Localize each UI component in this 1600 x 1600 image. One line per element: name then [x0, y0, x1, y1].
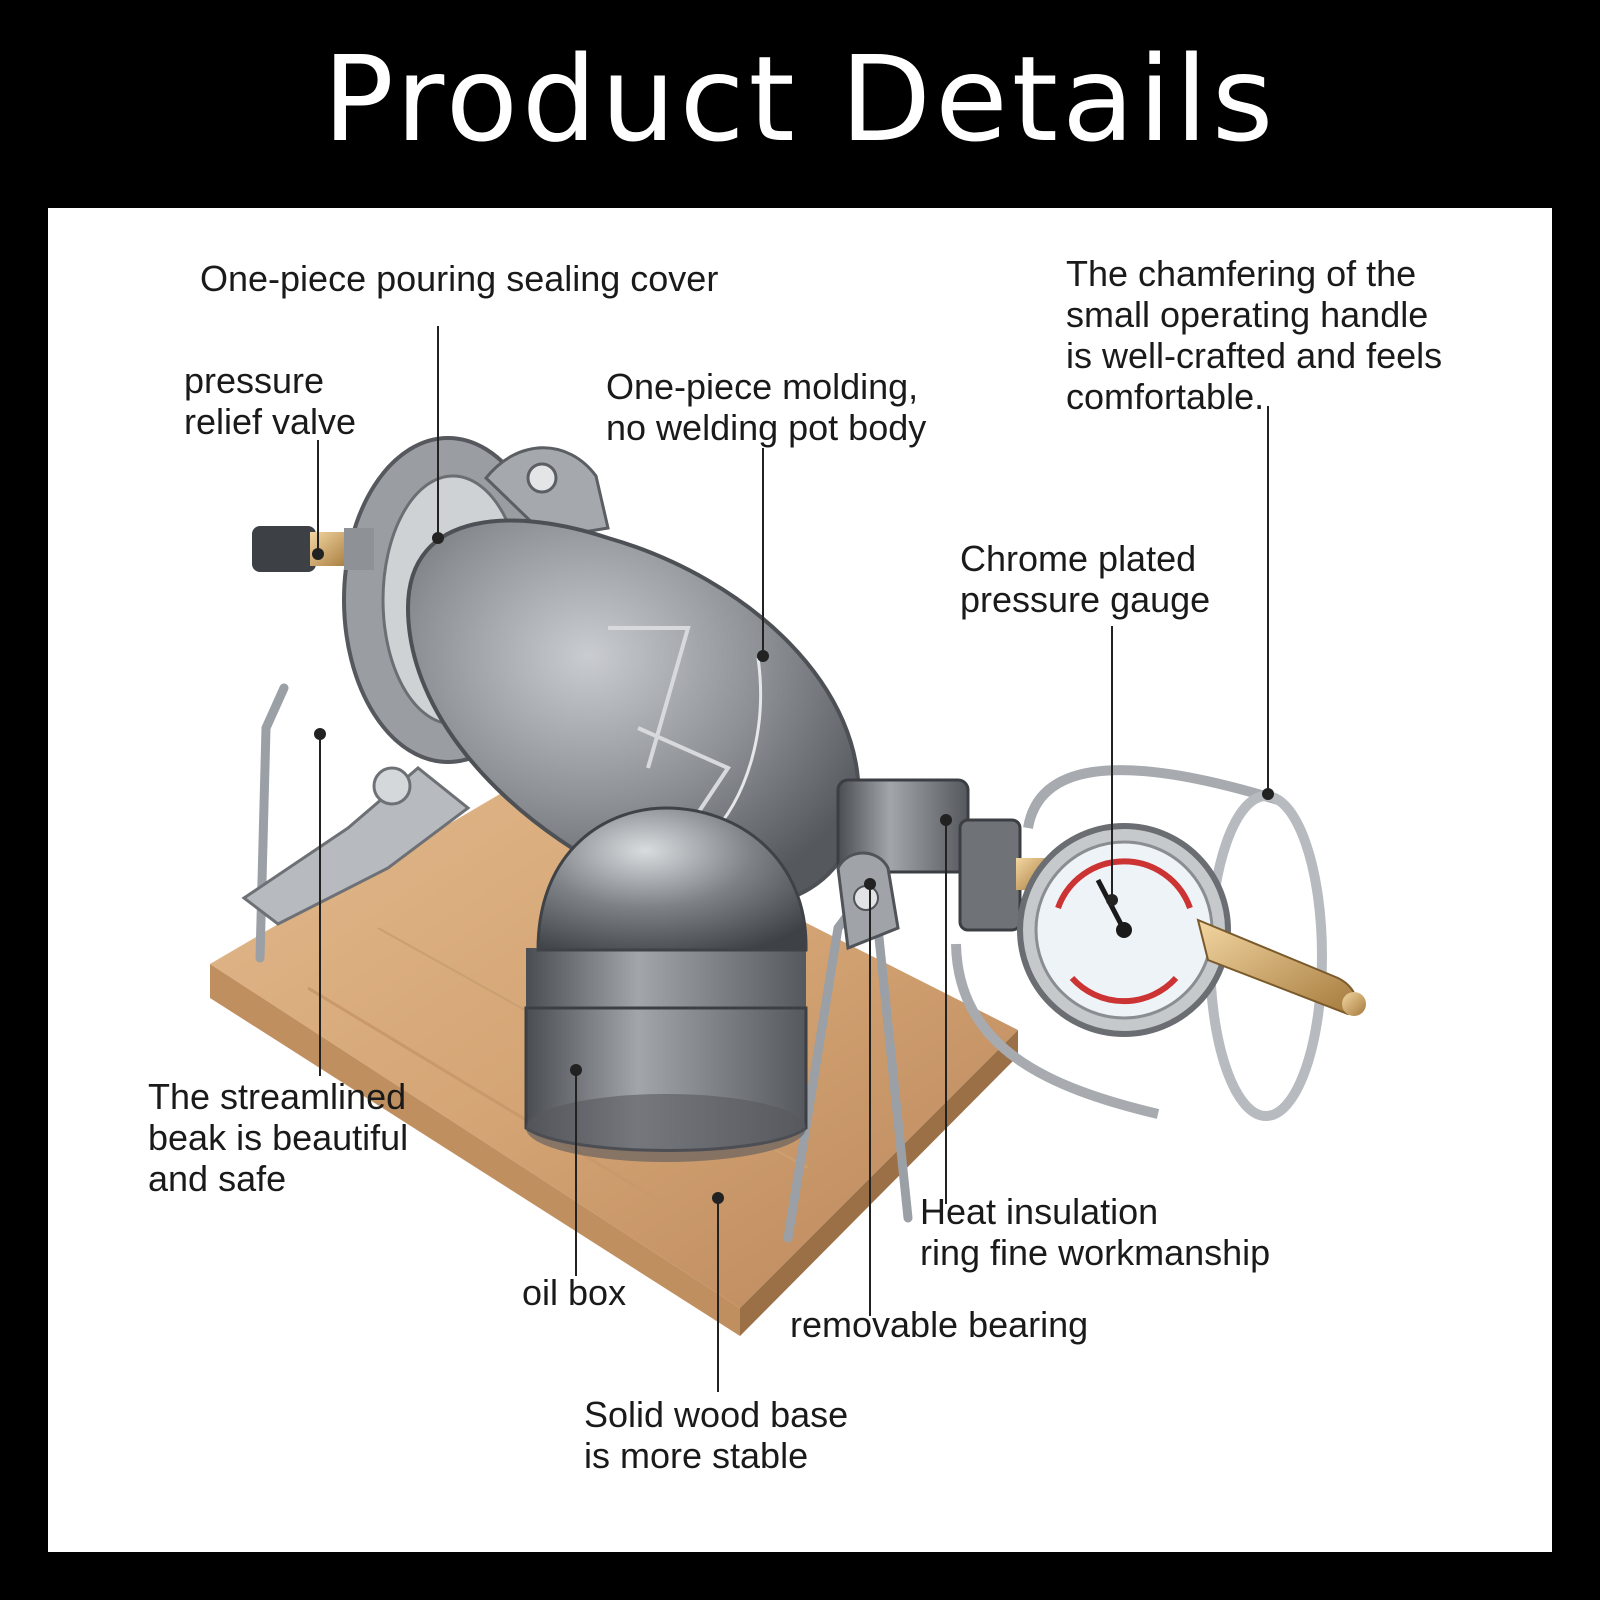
oil-box — [524, 806, 808, 1162]
callout-bearing: removable bearing — [790, 1304, 1089, 1345]
leader-dots — [312, 532, 1274, 1204]
page-title: Product Details — [322, 30, 1278, 168]
product-illustration — [210, 326, 1366, 1392]
callout-oil-box: oil box — [522, 1272, 627, 1313]
callout-pressure-gauge: Chrome plated pressure gauge — [960, 538, 1211, 620]
operating-handle — [1196, 918, 1366, 1016]
callout-handle: The chamfering of the small operating ha… — [1066, 253, 1443, 417]
leader-lines — [317, 326, 1269, 1392]
callout-beak: The streamlined beak is beautiful and sa… — [148, 1076, 409, 1199]
beak — [241, 766, 471, 926]
product-diagram-panel: One-piece pouring sealing cover pressure… — [48, 208, 1552, 1552]
removable-bearing — [836, 851, 900, 951]
callout-relief-valve: pressure relief valve — [184, 360, 357, 442]
callout-pot-body: One-piece molding, no welding pot body — [606, 366, 927, 448]
callout-sealing-cover: One-piece pouring sealing cover — [200, 258, 719, 299]
pressure-gauge — [1017, 823, 1231, 1037]
callout-wood-base: Solid wood base is more stable — [584, 1394, 849, 1476]
pressure-relief-valve — [252, 526, 374, 572]
heat-insulation-ring — [836, 778, 1050, 932]
callout-insulation-ring: Heat insulation ring fine workmanship — [920, 1191, 1271, 1273]
